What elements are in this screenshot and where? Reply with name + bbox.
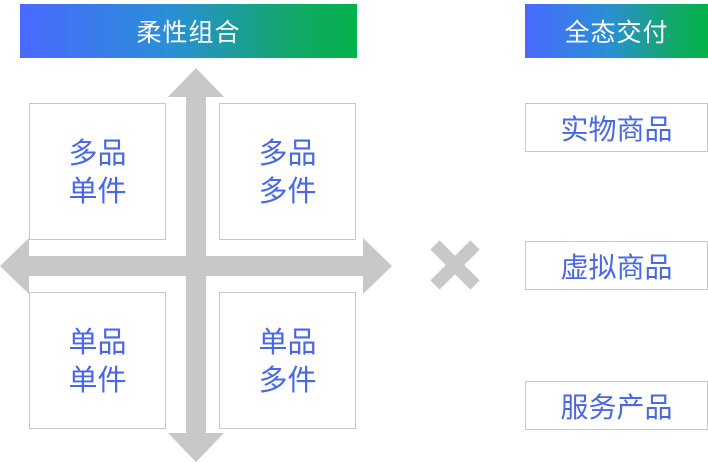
quadrant-top-left: 多品 单件: [29, 103, 166, 240]
quadrant-bottom-left: 单品 单件: [29, 292, 166, 429]
quadrant-label-line1: 多品: [258, 135, 317, 170]
multiply-icon: [430, 240, 480, 290]
full-delivery-title: 全态交付: [564, 18, 669, 47]
quadrant-bottom-right: 单品 多件: [219, 292, 356, 429]
quadrant-label-line1: 多品: [68, 135, 127, 170]
quadrant-label-line2: 单件: [68, 173, 127, 208]
quadrant-label-line2: 多件: [258, 173, 317, 208]
arrow-right-icon: [363, 238, 392, 294]
delivery-item-virtual: 虚拟商品: [525, 241, 708, 290]
flexible-combination-header: 柔性组合: [20, 4, 357, 58]
delivery-item-service: 服务产品: [525, 381, 708, 430]
horizontal-axis-bar: [22, 256, 369, 276]
arrow-down-icon: [168, 433, 224, 462]
delivery-item-label: 服务产品: [560, 390, 673, 424]
quadrant-label-line1: 单品: [68, 324, 127, 359]
delivery-item-label: 虚拟商品: [560, 250, 673, 284]
full-delivery-header: 全态交付: [525, 4, 708, 58]
quadrant-label-line2: 多件: [258, 362, 317, 397]
quadrant-label-line1: 单品: [258, 324, 317, 359]
delivery-item-label: 实物商品: [560, 112, 673, 146]
arrow-left-icon: [0, 238, 29, 294]
arrow-up-icon: [168, 68, 224, 97]
quadrant-top-right: 多品 多件: [219, 103, 356, 240]
quadrant-label-line2: 单件: [68, 362, 127, 397]
delivery-item-physical: 实物商品: [525, 103, 708, 152]
flexible-combination-title: 柔性组合: [136, 18, 241, 47]
